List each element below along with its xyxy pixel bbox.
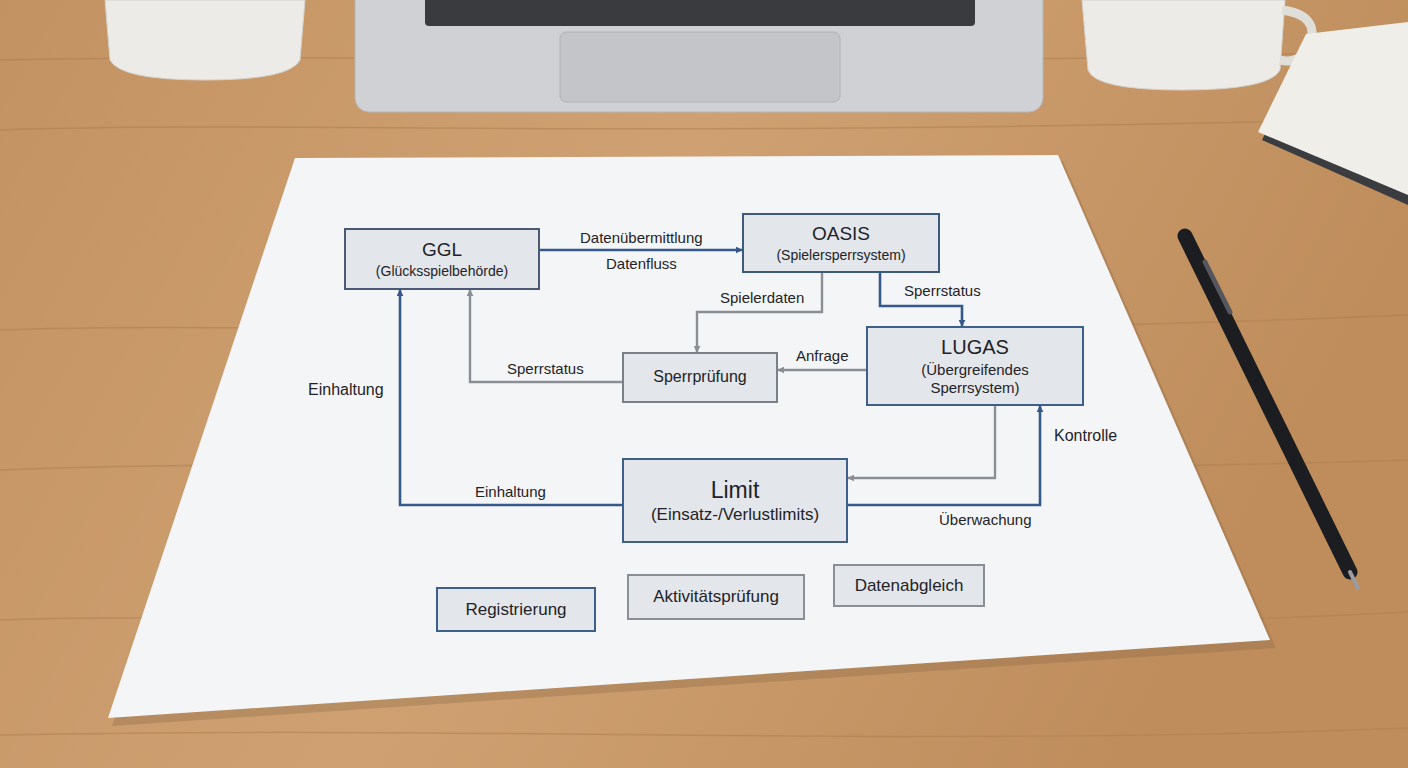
connector-arrow xyxy=(778,369,866,371)
pen xyxy=(1185,236,1358,588)
process-box: GGL (Glücksspielbehörde) xyxy=(344,228,540,290)
process-box: OASIS (Spielersperrsystem) xyxy=(742,213,940,273)
laptop xyxy=(355,0,1043,112)
node-subtitle: (Einsatz-/Verlustlimits) xyxy=(651,505,819,525)
edge-label: Sperrstatus xyxy=(901,282,984,300)
wood-grain xyxy=(0,50,1408,736)
connector-arrow xyxy=(540,249,742,252)
node-title: LUGAS xyxy=(941,336,1009,359)
node-title: Sperrprüfung xyxy=(653,368,746,386)
edge-label: Anfrage xyxy=(793,347,852,365)
notebook xyxy=(1258,22,1408,205)
node-title: Aktivitätsprüfung xyxy=(653,587,779,607)
coffee-mug xyxy=(105,0,1312,90)
paper-sheet xyxy=(108,155,1270,718)
process-box: Aktivitätsprüfung xyxy=(627,574,805,620)
node-title: OASIS xyxy=(812,223,870,245)
node-subtitle: (Spielersperrsystem) xyxy=(776,247,905,263)
process-box: LUGAS(Übergreifendes Sperrsystem) xyxy=(866,326,1084,406)
node-subtitle: (Übergreifendes Sperrsystem) xyxy=(890,361,1060,396)
node-title: Limit xyxy=(711,477,760,503)
process-box: Sperrprüfung xyxy=(622,352,778,403)
annotation-label: Datenfluss xyxy=(603,255,680,273)
annotation-label: Kontrolle xyxy=(1051,426,1120,445)
process-box: Limit(Einsatz-/Verlustlimits) xyxy=(622,458,848,543)
edge-label: Datenübermittlung xyxy=(577,229,706,247)
edge-label: Überwachung xyxy=(936,511,1035,529)
connector-arrow xyxy=(470,290,622,382)
node-title: Datenabgleich xyxy=(855,576,964,596)
process-box: Datenabgleich xyxy=(833,564,985,607)
edge-label: Einhaltung xyxy=(472,483,549,501)
edge-label: Sperrstatus xyxy=(504,360,587,378)
edge-label: Spielerdaten xyxy=(717,289,807,307)
connector-arrow xyxy=(848,406,1040,505)
process-box: Registrierung xyxy=(436,587,596,632)
connector-arrow xyxy=(400,290,622,505)
node-subtitle: (Glücksspielbehörde) xyxy=(376,263,508,279)
annotation-label: Einhaltung xyxy=(305,380,387,399)
connector-arrow xyxy=(848,406,995,478)
node-title: GGL xyxy=(422,239,462,261)
connector-arrow xyxy=(697,273,822,352)
node-title: Registrierung xyxy=(465,600,566,620)
